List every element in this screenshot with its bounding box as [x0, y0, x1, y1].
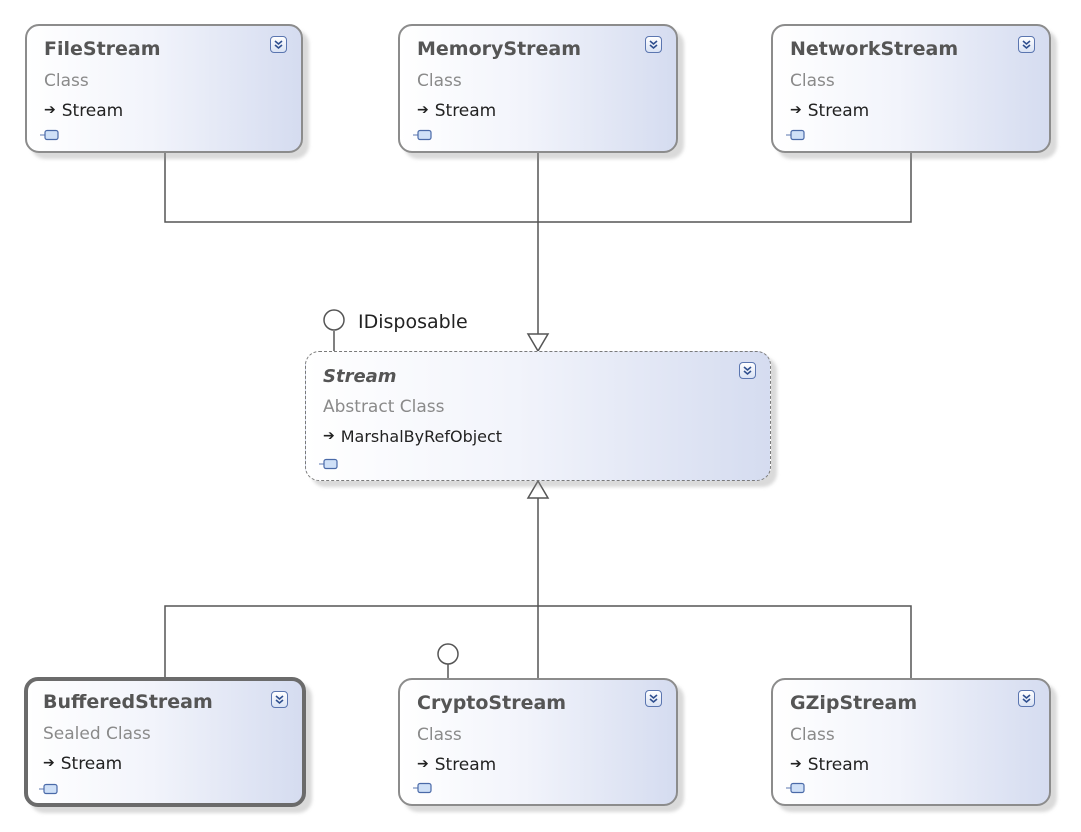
- class-name: NetworkStream: [790, 38, 959, 60]
- arrow-right-icon: ➔: [790, 102, 802, 118]
- inheritance-arrowhead-bottom: [526, 479, 550, 499]
- base-type: MarshalByRefObject: [340, 427, 503, 446]
- class-name: FileStream: [44, 38, 161, 60]
- double-chevron-down-icon: [274, 40, 283, 50]
- class-kind: Abstract Class: [323, 397, 445, 417]
- base-type-row: ➔ MarshalByRefObject: [323, 427, 502, 446]
- member-compartment-icon[interactable]: [786, 129, 806, 141]
- class-shape-stream[interactable]: Stream Abstract Class ➔ MarshalByRefObjec…: [305, 351, 771, 481]
- class-shape-networkstream[interactable]: NetworkStream Class ➔ Stream: [771, 24, 1051, 153]
- class-shape-filestream[interactable]: FileStream Class ➔ Stream: [25, 24, 303, 153]
- double-chevron-down-icon: [1022, 40, 1031, 50]
- base-type-row: ➔ Stream: [417, 101, 496, 121]
- member-compartment-icon[interactable]: [319, 458, 339, 470]
- expand-button[interactable]: [270, 36, 287, 53]
- double-chevron-down-icon: [649, 40, 658, 50]
- class-kind: Sealed Class: [43, 724, 151, 744]
- class-kind: Class: [44, 71, 89, 91]
- member-compartment-icon[interactable]: [413, 782, 433, 794]
- inheritance-connector-gzipstream: [538, 605, 912, 678]
- class-shape-cryptostream[interactable]: CryptoStream Class ➔ Stream: [398, 678, 678, 806]
- class-kind: Class: [790, 725, 835, 745]
- arrow-right-icon: ➔: [43, 755, 55, 771]
- interface-label-idisposable: IDisposable: [358, 311, 468, 333]
- arrow-right-icon: ➔: [790, 756, 802, 772]
- expand-button[interactable]: [739, 362, 756, 379]
- inheritance-connector-filestream: [164, 153, 538, 223]
- base-type: Stream: [807, 755, 870, 775]
- base-type: Stream: [434, 101, 497, 121]
- member-compartment-icon[interactable]: [413, 129, 433, 141]
- double-chevron-down-icon: [1022, 694, 1031, 704]
- inheritance-connector-networkstream: [538, 153, 912, 223]
- double-chevron-down-icon: [275, 695, 284, 705]
- expand-button[interactable]: [645, 36, 662, 53]
- base-type: Stream: [61, 101, 124, 121]
- base-type-row: ➔ Stream: [44, 101, 123, 121]
- class-shape-memorystream[interactable]: MemoryStream Class ➔ Stream: [398, 24, 678, 153]
- base-type: Stream: [807, 101, 870, 121]
- base-type-row: ➔ Stream: [43, 754, 122, 774]
- base-type: Stream: [434, 755, 497, 775]
- class-kind: Class: [417, 71, 462, 91]
- member-compartment-icon[interactable]: [39, 783, 59, 795]
- expand-button[interactable]: [645, 690, 662, 707]
- class-name: GZipStream: [790, 692, 918, 714]
- double-chevron-down-icon: [743, 366, 752, 376]
- base-type-row: ➔ Stream: [790, 755, 869, 775]
- class-name: MemoryStream: [417, 38, 582, 60]
- arrow-right-icon: ➔: [417, 756, 429, 772]
- expand-button[interactable]: [271, 691, 288, 708]
- inheritance-arrowhead-top: [526, 333, 550, 353]
- class-kind: Class: [790, 71, 835, 91]
- lollipop-interface-icon: [437, 643, 459, 665]
- class-name: Stream: [323, 366, 397, 387]
- member-compartment-icon[interactable]: [786, 782, 806, 794]
- class-shape-bufferedstream[interactable]: BufferedStream Sealed Class ➔ Stream: [24, 677, 306, 807]
- inheritance-connector-bufferedstream: [164, 605, 538, 678]
- expand-button[interactable]: [1018, 690, 1035, 707]
- class-name: CryptoStream: [417, 692, 567, 714]
- class-name: BufferedStream: [43, 691, 213, 713]
- class-shape-gzipstream[interactable]: GZipStream Class ➔ Stream: [771, 678, 1051, 806]
- member-compartment-icon[interactable]: [40, 129, 60, 141]
- base-type: Stream: [60, 754, 123, 774]
- lollipop-interface-icon: [323, 309, 345, 331]
- expand-button[interactable]: [1018, 36, 1035, 53]
- arrow-right-icon: ➔: [323, 428, 335, 444]
- base-type-row: ➔ Stream: [790, 101, 869, 121]
- class-kind: Class: [417, 725, 462, 745]
- arrow-right-icon: ➔: [417, 102, 429, 118]
- base-type-row: ➔ Stream: [417, 755, 496, 775]
- arrow-right-icon: ➔: [44, 102, 56, 118]
- double-chevron-down-icon: [649, 694, 658, 704]
